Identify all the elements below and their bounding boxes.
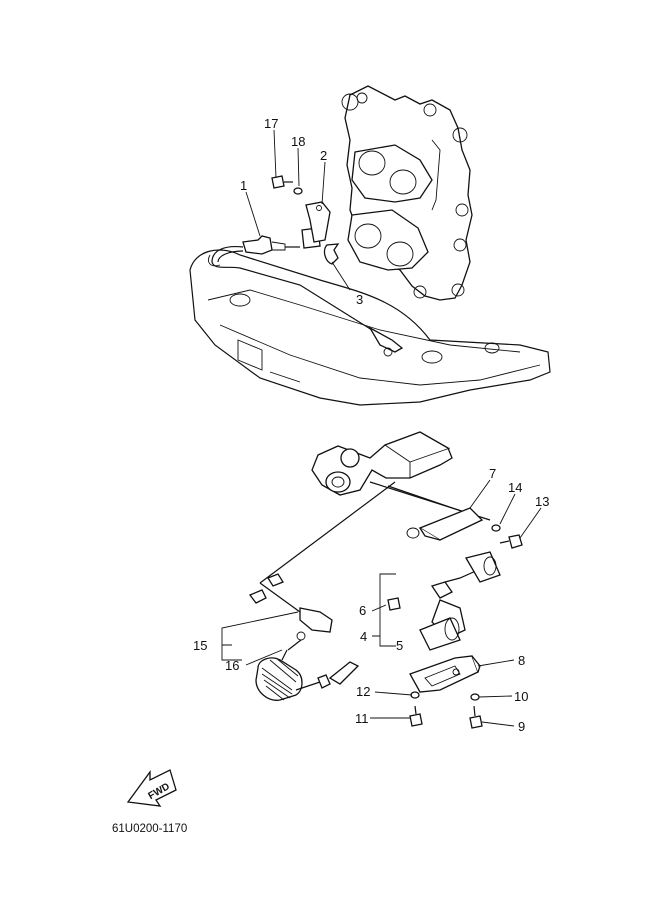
leader-lines <box>221 129 542 727</box>
bolt-part-9 <box>469 705 483 729</box>
switch-part-5 <box>419 617 461 651</box>
washer-part-10 <box>470 693 480 701</box>
callout-labels: 17 18 2 1 3 7 14 13 6 15 4 5 16 8 12 10 … <box>193 116 549 734</box>
bracket-part-2 <box>301 201 331 249</box>
callout-3: 3 <box>356 292 363 307</box>
callout-16: 16 <box>225 658 239 673</box>
callout-17: 17 <box>264 116 278 131</box>
lower-casing-drawing <box>189 249 551 406</box>
callout-10: 10 <box>514 689 528 704</box>
plug-part-15 <box>248 573 333 651</box>
cdi-unit-drawing <box>259 431 491 584</box>
callout-1: 1 <box>240 178 247 193</box>
bolt-part-6 <box>387 597 401 611</box>
bracket-part-8 <box>409 655 481 693</box>
callout-7: 7 <box>489 466 496 481</box>
bolt-part-17 <box>271 175 293 189</box>
clamp-part-7 <box>406 507 484 541</box>
callout-11: 11 <box>355 711 369 726</box>
washer-part-14 <box>491 524 501 532</box>
callout-8: 8 <box>518 653 525 668</box>
callout-2: 2 <box>320 148 327 163</box>
callout-14: 14 <box>508 480 522 495</box>
callout-18: 18 <box>291 134 305 149</box>
callout-12: 12 <box>356 684 370 699</box>
clip-part-3 <box>323 243 340 265</box>
callout-9: 9 <box>518 719 525 734</box>
bolt-part-13 <box>499 534 523 549</box>
lanyard-part-16 <box>255 649 360 701</box>
drawing-code: 61U0200-1170 <box>112 823 187 835</box>
callout-4: 4 <box>360 629 367 644</box>
cylinder-head-drawing <box>341 85 473 301</box>
sensor-part-1 <box>211 235 404 357</box>
callout-15: 15 <box>193 638 207 653</box>
callout-13: 13 <box>535 494 549 509</box>
washer-part-18 <box>293 187 303 195</box>
bolt-part-11 <box>409 705 423 727</box>
washer-part-12 <box>410 691 420 699</box>
forward-arrow-icon: FWD <box>126 769 177 807</box>
callout-6: 6 <box>359 603 366 618</box>
callout-5: 5 <box>396 638 403 653</box>
